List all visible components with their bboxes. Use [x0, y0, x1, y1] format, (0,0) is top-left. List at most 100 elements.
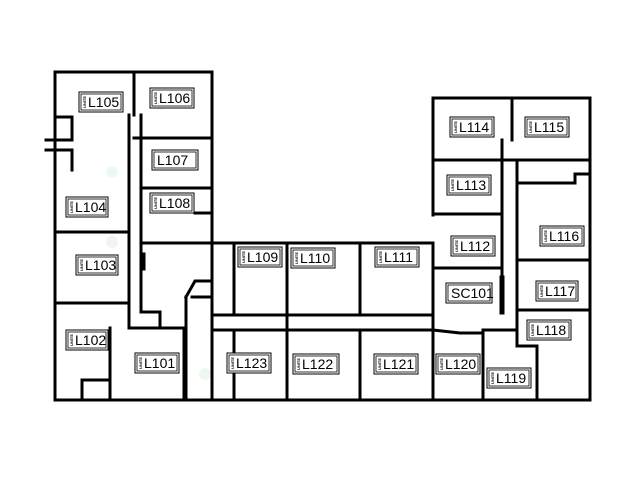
room-number: L123 — [236, 355, 267, 371]
room-label-inner-frame — [448, 176, 490, 194]
room-number: L106 — [159, 90, 190, 106]
unit-tag: UNITE — [153, 92, 158, 104]
room-label-inner-frame — [228, 354, 270, 372]
room-label-frame — [445, 282, 493, 304]
room-label-frame — [373, 353, 419, 375]
unit-tag: UNITE — [377, 358, 382, 370]
unit-tag: UNITE — [439, 358, 444, 370]
room-label-inner-frame — [151, 194, 193, 212]
room-label-frame — [290, 247, 336, 269]
room-number: L111 — [384, 249, 413, 265]
unit-tag: UNITE — [454, 240, 459, 252]
room-label-frame — [75, 254, 119, 276]
room-number: L122 — [302, 356, 333, 372]
unit-tag: UNITE — [79, 259, 84, 271]
room-label-frame — [450, 235, 496, 257]
room-label-frame — [149, 192, 195, 214]
room-number: L103 — [85, 257, 116, 273]
room-number: L120 — [445, 356, 476, 372]
room-number: L114 — [459, 119, 489, 135]
room-label-inner-frame — [528, 321, 570, 339]
room-label-frame — [78, 91, 124, 113]
room-label-frame — [449, 116, 495, 138]
unit-tag: UNITE — [539, 285, 544, 297]
room-label-frame — [524, 116, 570, 138]
room-label-inner-frame — [292, 249, 334, 267]
room-number: L110 — [300, 250, 330, 266]
unit-tag: UNITE — [241, 251, 246, 263]
unit-tag: UNITE — [530, 324, 535, 336]
room-label-inner-frame — [541, 227, 583, 245]
unit-tag: UNITE — [450, 179, 455, 191]
unit-tag: UNITE — [294, 252, 299, 264]
room-label-frame — [446, 174, 492, 196]
unit-tag: UNITE — [543, 230, 548, 242]
room-number: SC101 — [451, 285, 494, 301]
room-number: L108 — [159, 195, 190, 211]
room-label-inner-frame — [526, 118, 568, 136]
room-number: L101 — [144, 355, 175, 371]
room-number: L107 — [157, 152, 188, 168]
room-label-inner-frame — [447, 284, 491, 302]
room-number: L102 — [75, 332, 106, 348]
room-label-inner-frame — [67, 198, 107, 216]
unit-tag: UNITE — [453, 121, 458, 133]
unit-tag: UNITE — [528, 121, 533, 133]
room-number: L104 — [75, 199, 106, 215]
room-label-inner-frame — [80, 93, 122, 111]
room-number: L105 — [88, 94, 119, 110]
room-label-inner-frame — [136, 354, 178, 372]
room-label-inner-frame — [239, 248, 281, 266]
room-number: L112 — [460, 238, 490, 254]
room-label-l107[interactable]: L107 — [151, 149, 199, 171]
room-label-frame — [151, 149, 199, 171]
building-walls — [44, 70, 592, 402]
room-label-sc101[interactable]: SC101 — [445, 282, 494, 304]
room-number: L113 — [456, 177, 486, 193]
room-label-inner-frame — [153, 151, 197, 169]
room-label-inner-frame — [294, 355, 338, 373]
room-label-inner-frame — [67, 331, 107, 349]
room-number: L121 — [383, 356, 414, 372]
unit-tag: UNITE — [82, 96, 87, 108]
room-label-frame — [435, 353, 481, 375]
unit-tag: UNITE — [490, 372, 495, 384]
room-label-inner-frame — [77, 256, 117, 274]
unit-tag: UNITE — [69, 334, 74, 346]
room-label-frame — [539, 225, 585, 247]
room-number: L118 — [536, 322, 566, 338]
room-number: L117 — [545, 283, 575, 299]
unit-tag: UNITE — [230, 357, 235, 369]
room-label-frame — [134, 352, 180, 374]
room-label-frame — [65, 329, 109, 351]
room-label-frame — [374, 246, 420, 268]
room-label-inner-frame — [376, 248, 418, 266]
room-number: L119 — [496, 370, 526, 386]
room-label-inner-frame — [437, 355, 479, 373]
room-label-inner-frame — [537, 282, 577, 300]
room-label-frame — [226, 352, 272, 374]
